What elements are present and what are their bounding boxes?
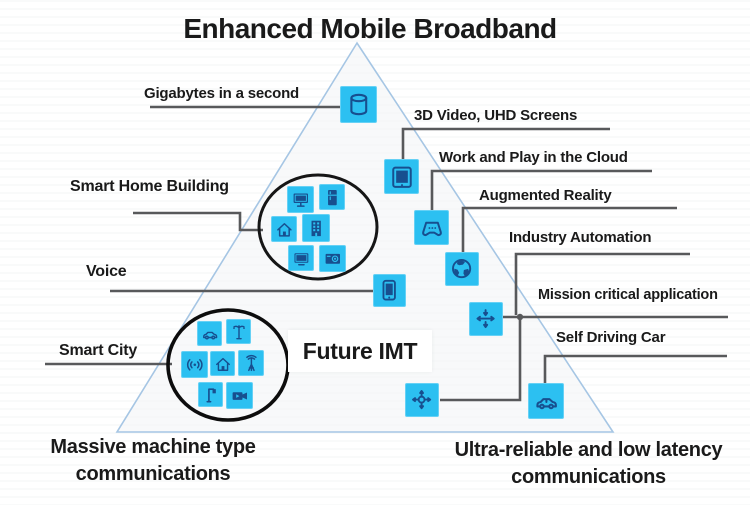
label-cloud: Work and Play in the Cloud bbox=[439, 149, 628, 166]
massive-mtc-line1: Massive machine type bbox=[50, 436, 256, 458]
street-signal-icon bbox=[226, 319, 251, 344]
building-icon bbox=[302, 214, 330, 242]
junction-dot bbox=[516, 313, 524, 321]
future-imt-label: Future IMT bbox=[302, 337, 418, 364]
smart-home-circle bbox=[257, 173, 379, 281]
connector-3d-video bbox=[401, 127, 610, 159]
label-voice: Voice bbox=[86, 263, 127, 280]
connector-self-driving bbox=[543, 354, 727, 383]
urllc-line2: communications bbox=[511, 466, 666, 488]
massive-mtc-label: Massive machine type communications bbox=[8, 434, 298, 488]
label-augmented-reality: Augmented Reality bbox=[479, 187, 612, 204]
label-3d-video: 3D Video, UHD Screens bbox=[414, 107, 578, 124]
label-smart-home: Smart Home Building bbox=[70, 178, 229, 195]
monitor-icon bbox=[287, 186, 314, 213]
broadcast-icon bbox=[181, 351, 208, 378]
house-icon bbox=[271, 216, 297, 242]
hub-arrows-icon bbox=[405, 383, 439, 417]
video-camera-icon bbox=[226, 382, 253, 409]
screen-icon bbox=[384, 159, 419, 194]
city-car-icon bbox=[197, 321, 222, 346]
smartphone-icon bbox=[373, 274, 406, 307]
connector-smart-home bbox=[133, 211, 263, 232]
urllc-label: Ultra-reliable and low latency communica… bbox=[426, 437, 750, 491]
connector-industry-automation bbox=[514, 252, 690, 315]
antenna-icon bbox=[238, 350, 264, 376]
appliance-camera-icon bbox=[319, 245, 346, 272]
massive-mtc-line2: communications bbox=[75, 463, 231, 485]
future-imt-box: Future IMT bbox=[288, 330, 432, 372]
street-lamp-icon bbox=[198, 382, 223, 407]
page-title: Enhanced Mobile Broadband bbox=[183, 13, 557, 44]
label-self-driving-car: Self Driving Car bbox=[556, 329, 666, 346]
crossroad-arrows-icon bbox=[469, 302, 503, 336]
label-industry-automation: Industry Automation bbox=[509, 229, 652, 246]
urllc-line1: Ultra-reliable and low latency bbox=[454, 439, 723, 461]
fridge-icon bbox=[319, 184, 345, 210]
connector-augmented-reality bbox=[461, 206, 677, 252]
car-icon bbox=[528, 383, 564, 419]
label-smart-city: Smart City bbox=[59, 342, 138, 359]
gamepad-icon bbox=[414, 210, 449, 245]
connector-cloud bbox=[430, 169, 652, 210]
connector-lines bbox=[45, 105, 728, 402]
globe-icon bbox=[445, 252, 479, 286]
label-gigabytes: Gigabytes in a second bbox=[144, 85, 300, 102]
city-house-icon bbox=[210, 351, 235, 376]
tv-icon bbox=[288, 245, 314, 271]
label-mission-critical: Mission critical application bbox=[538, 287, 718, 303]
connector-hub bbox=[440, 317, 522, 402]
database-icon bbox=[340, 86, 377, 123]
